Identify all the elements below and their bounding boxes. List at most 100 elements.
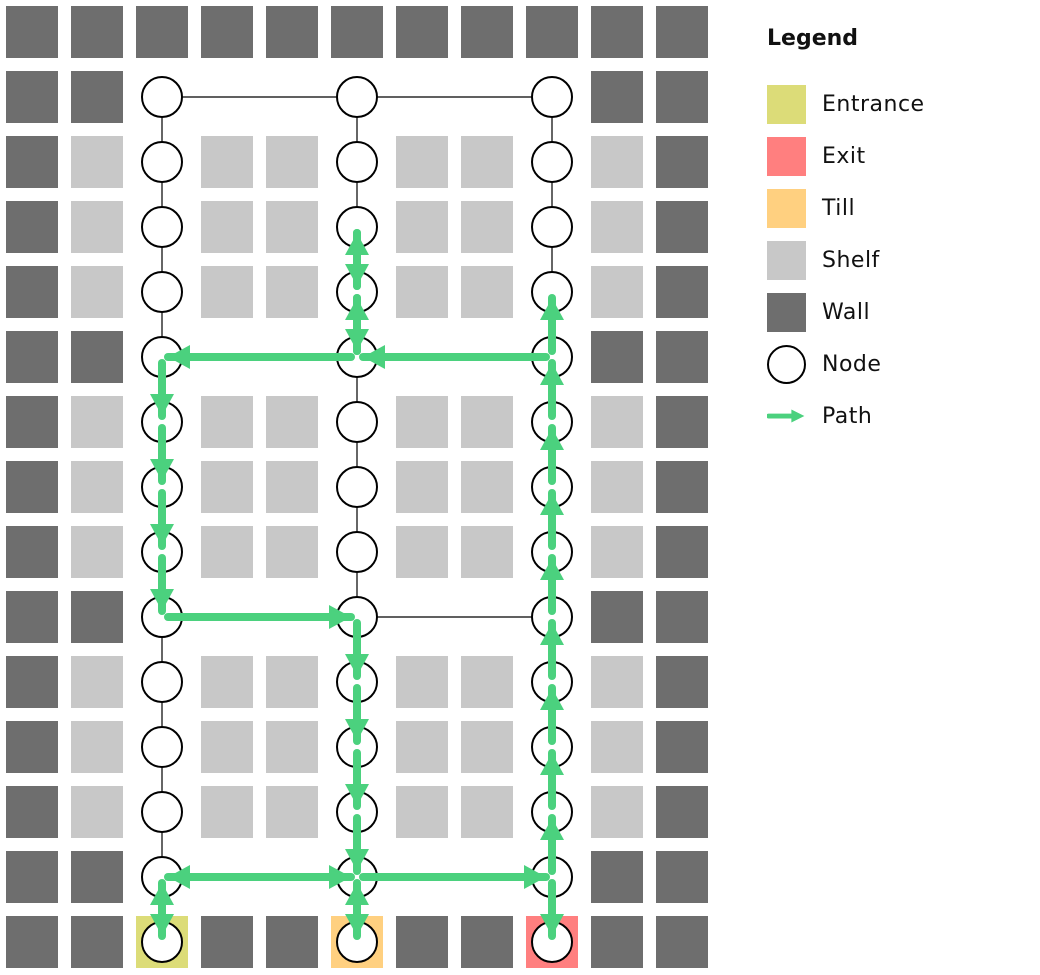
node-layer (141, 76, 573, 963)
graph-node (141, 661, 183, 703)
path-arrowhead (345, 329, 369, 351)
path-arrowhead (363, 345, 385, 369)
shelf-tile (591, 136, 643, 188)
wall-tile (656, 201, 708, 253)
shelf-tile (201, 526, 253, 578)
wall-swatch (767, 292, 806, 332)
wall-tile (656, 266, 708, 318)
path-arrowhead (150, 394, 174, 416)
shelf-tile (591, 721, 643, 773)
shelf-tile (266, 461, 318, 513)
graph-node (141, 726, 183, 768)
wall-tile (201, 6, 253, 58)
graph-node (336, 401, 378, 443)
shelf-tile (396, 136, 448, 188)
store-floor-plan (6, 6, 708, 968)
wall-tile (6, 591, 58, 643)
wall-tile (591, 331, 643, 383)
wall-tile (396, 6, 448, 58)
shelf-tile (591, 461, 643, 513)
shelf-tile (201, 461, 253, 513)
shelf-tile (266, 266, 318, 318)
entrance-swatch (767, 84, 806, 124)
legend-item-node: Node (767, 338, 1027, 390)
shelf-tile (201, 721, 253, 773)
shelf-tile (461, 396, 513, 448)
path-arrowhead (168, 345, 190, 369)
graph-node (336, 76, 378, 118)
wall-tile (331, 6, 383, 58)
shelf-tile (71, 266, 123, 318)
wall-tile (6, 71, 58, 123)
shelf-tile (461, 136, 513, 188)
legend-item-till: Till (767, 182, 1027, 234)
shelf-tile (201, 786, 253, 838)
wall-tile (6, 201, 58, 253)
shelf-tile (396, 396, 448, 448)
shelf-tile (266, 201, 318, 253)
path-arrowhead (540, 558, 564, 580)
legend-label-node: Node (822, 351, 882, 377)
shelf-tile (71, 136, 123, 188)
wall-tile (6, 266, 58, 318)
shelf-tile (461, 201, 513, 253)
path-arrowhead (540, 818, 564, 840)
path-arrowhead (540, 493, 564, 515)
wall-tile (526, 6, 578, 58)
wall-tile (656, 786, 708, 838)
shelf-tile (591, 201, 643, 253)
wall-tile (656, 591, 708, 643)
wall-tile (461, 6, 513, 58)
wall-tile (591, 6, 643, 58)
graph-node (336, 141, 378, 183)
shelf-tile (71, 786, 123, 838)
shelf-tile (461, 461, 513, 513)
path-arrowhead (540, 428, 564, 450)
wall-tile (6, 136, 58, 188)
shelf-tile (396, 461, 448, 513)
legend-label-exit: Exit (822, 143, 866, 169)
graph-node (531, 206, 573, 248)
wall-tile (6, 786, 58, 838)
path-arrowhead (345, 654, 369, 676)
shelf-tile (71, 656, 123, 708)
path-arrowhead (168, 865, 190, 889)
shelf-tile (266, 526, 318, 578)
shelf-tile (266, 656, 318, 708)
path-arrowhead (540, 753, 564, 775)
wall-tile (6, 656, 58, 708)
shelf-tile (201, 396, 253, 448)
wall-tile (6, 526, 58, 578)
shelf-tile (591, 656, 643, 708)
legend-label-path: Path (822, 403, 873, 429)
wall-tile (266, 916, 318, 968)
shelf-tile (396, 266, 448, 318)
legend-label-shelf: Shelf (822, 247, 880, 273)
shelf-tile (201, 656, 253, 708)
shelf-tile (591, 526, 643, 578)
wall-tile (396, 916, 448, 968)
wall-tile (656, 916, 708, 968)
graph-node (531, 141, 573, 183)
wall-tile (591, 851, 643, 903)
path-arrowhead (540, 688, 564, 710)
path-arrowhead (150, 459, 174, 481)
wall-tile (6, 721, 58, 773)
node-icon (767, 344, 806, 384)
till-swatch (767, 188, 806, 228)
wall-tile (71, 331, 123, 383)
path-arrowhead (345, 719, 369, 741)
wall-tile (656, 656, 708, 708)
shelf-tile (461, 721, 513, 773)
shelf-tile (71, 461, 123, 513)
wall-tile (71, 591, 123, 643)
wall-tile (71, 71, 123, 123)
shelf-swatch (767, 240, 806, 280)
wall-tile (6, 6, 58, 58)
graph-node (336, 531, 378, 573)
wall-tile (266, 6, 318, 58)
shelf-tile (201, 201, 253, 253)
legend-item-shelf: Shelf (767, 234, 1027, 286)
shelf-tile (266, 136, 318, 188)
legend-title: Legend (767, 26, 859, 51)
